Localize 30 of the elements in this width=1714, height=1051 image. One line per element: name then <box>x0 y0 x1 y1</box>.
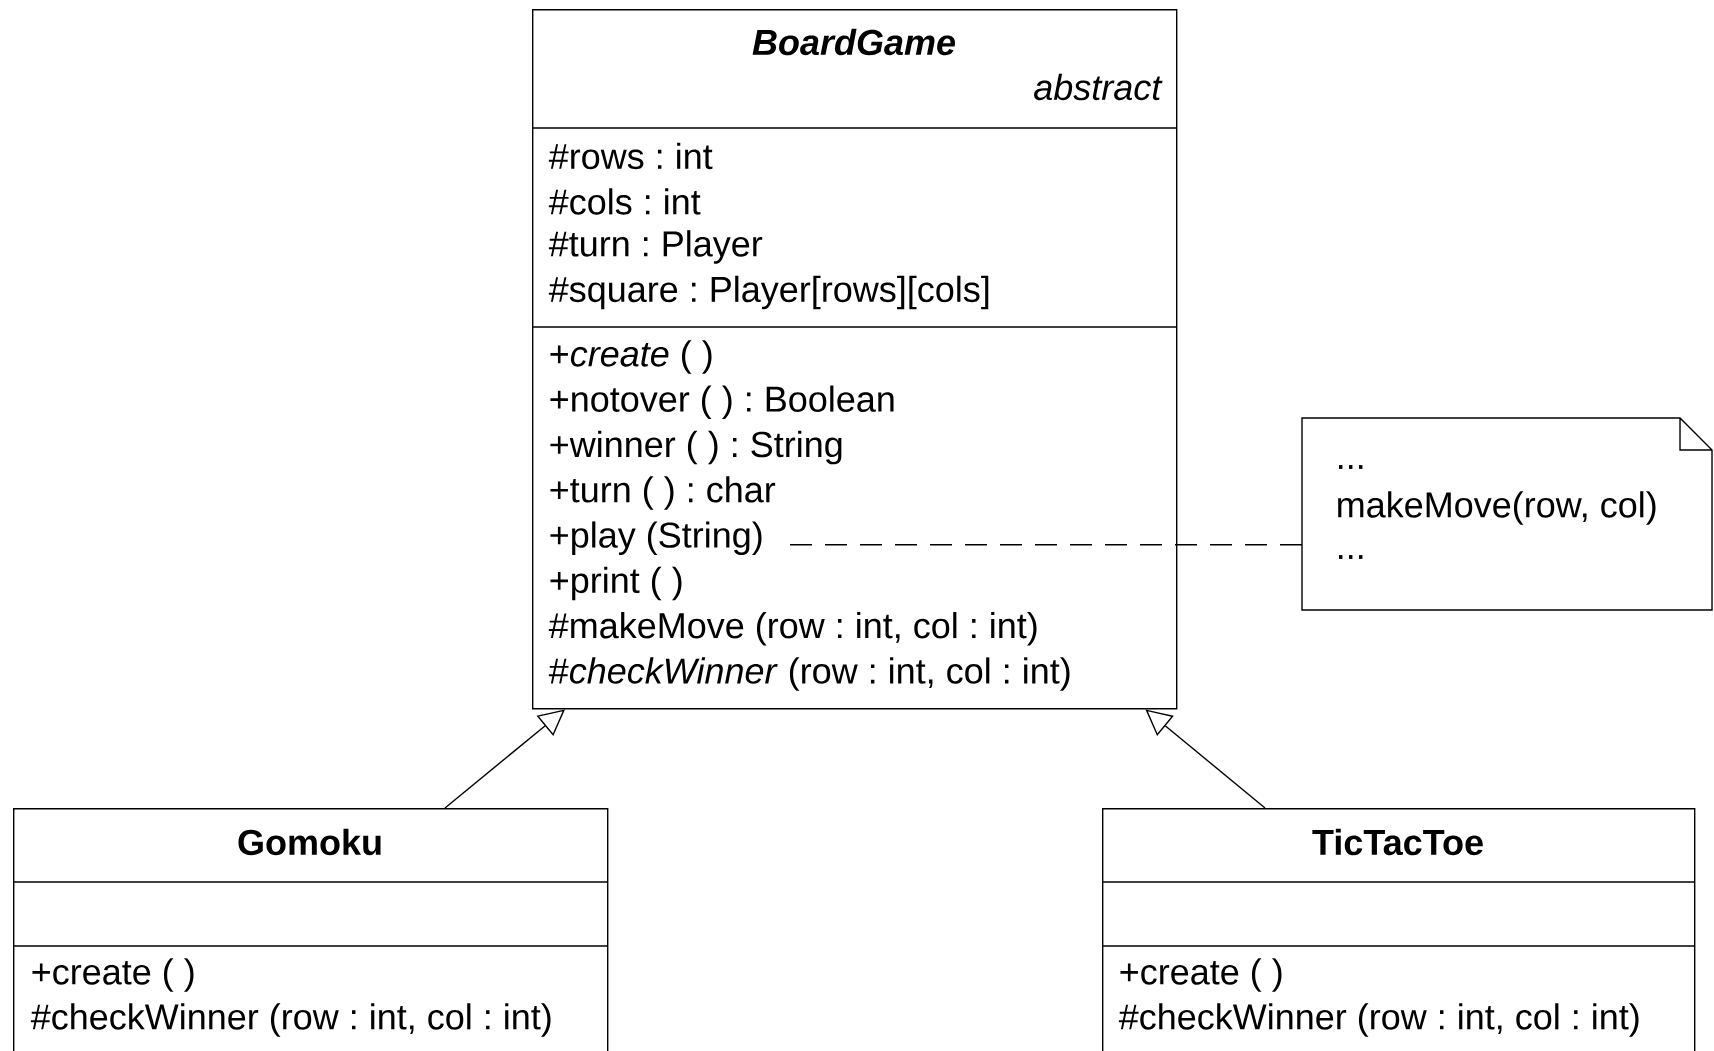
note-text: ... <box>1339 465 1363 469</box>
member-text: #turn : Player <box>548 230 763 264</box>
note-connector <box>788 544 1303 546</box>
stereotype-label: abstract <box>1034 73 1163 101</box>
class-box <box>12 808 609 1051</box>
member-text: +create ( ) <box>550 340 712 374</box>
note-text: makeMove(row, col) <box>1338 491 1656 525</box>
member-text: +turn ( ) : char <box>550 476 776 510</box>
class-box <box>1101 808 1696 1051</box>
member-text: +winner ( ) : String <box>550 430 842 465</box>
member-text: +print ( ) <box>550 566 682 601</box>
generalization-arrow <box>1145 709 1266 809</box>
member-text: #makeMove (row : int, col : int) <box>548 612 1037 646</box>
note-text: ... <box>1339 555 1363 559</box>
member-text: #checkWinner (row : int, col : int) <box>30 1003 551 1037</box>
member-text: #checkWinner (row : int, col : int) <box>1118 1003 1639 1037</box>
member-text: +create ( ) <box>1120 958 1282 992</box>
member-text: #rows : int <box>548 142 713 170</box>
note-box <box>1301 417 1713 611</box>
class-name: Gomoku <box>238 828 381 856</box>
class-name: TicTacToe <box>1312 828 1483 856</box>
generalization-arrow <box>444 709 565 809</box>
member-text: #square : Player[rows][cols] <box>548 275 989 310</box>
member-text: +play (String) <box>550 521 762 555</box>
class-box <box>531 9 1178 710</box>
class-name: BoardGame <box>752 28 955 56</box>
member-text: #checkWinner (row : int, col : int) <box>548 657 1070 691</box>
member-text: +create ( ) <box>32 958 194 992</box>
member-text: +notover ( ) : Boolean <box>550 385 894 420</box>
member-text: #cols : int <box>548 188 701 215</box>
